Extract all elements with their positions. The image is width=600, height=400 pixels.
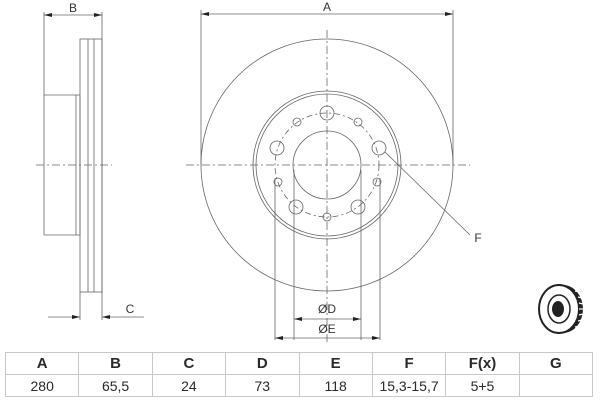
brake-disc-thumbnail-icon bbox=[538, 284, 584, 334]
brake-disc-technical-drawing: B C A F ØD ØE bbox=[36, 0, 482, 345]
spec-table: A B C D E F F(x) G 280 65,5 24 73 118 15… bbox=[4, 352, 594, 397]
value-fx: 5+5 bbox=[445, 374, 520, 397]
label-b: B bbox=[69, 1, 77, 15]
header-e: E bbox=[298, 352, 373, 375]
value-a: 280 bbox=[4, 374, 80, 397]
spec-table-header-row: A B C D E F F(x) G bbox=[4, 352, 594, 375]
header-f: F bbox=[371, 352, 447, 375]
header-a: A bbox=[4, 352, 80, 375]
front-view bbox=[186, 10, 471, 345]
spec-table-value-row: 280 65,5 24 73 118 15,3-15,7 5+5 bbox=[4, 374, 594, 397]
header-b: B bbox=[78, 352, 153, 375]
header-g: G bbox=[518, 352, 594, 375]
value-e: 118 bbox=[298, 374, 373, 397]
value-d: 73 bbox=[225, 374, 300, 397]
label-diameter-e: ØE bbox=[318, 322, 335, 336]
label-c: C bbox=[126, 302, 135, 316]
value-f: 15,3-15,7 bbox=[371, 374, 447, 397]
header-c: C bbox=[151, 352, 227, 375]
side-view bbox=[36, 12, 112, 320]
value-c: 24 bbox=[151, 374, 227, 397]
label-a: A bbox=[323, 0, 331, 14]
header-fx: F(x) bbox=[445, 352, 520, 375]
label-f: F bbox=[474, 231, 481, 245]
header-d: D bbox=[225, 352, 300, 375]
value-b: 65,5 bbox=[78, 374, 153, 397]
label-diameter-d: ØD bbox=[318, 302, 336, 316]
value-g bbox=[518, 374, 594, 397]
